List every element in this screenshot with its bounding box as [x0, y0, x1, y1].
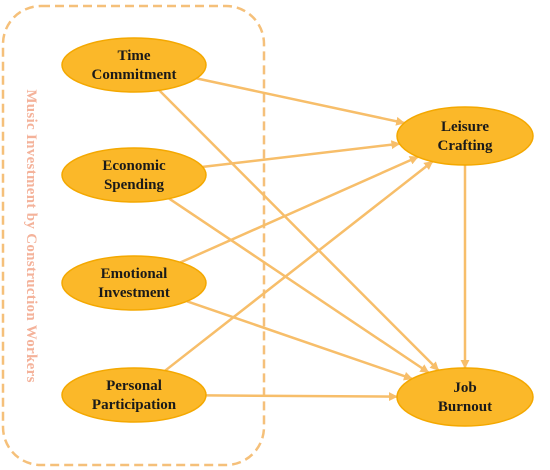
node-job-burnout: Job Burnout [396, 367, 534, 427]
node-economic-spending-line1: Economic [102, 158, 166, 174]
node-leisure-crafting-line2: Crafting [438, 138, 493, 154]
node-time-commitment-line2: Commitment [92, 67, 177, 83]
edge-emotional-investment-to-job-burnout [186, 300, 413, 381]
node-time-commitment-line1: Time [117, 48, 150, 64]
node-personal-participation-line2: Participation [92, 397, 177, 413]
node-emotional-investment: Emotional Investment [61, 255, 207, 311]
edge-emotional-investment-to-leisure-crafting [179, 155, 419, 264]
node-economic-spending-shape [61, 147, 207, 203]
node-leisure-crafting: Leisure Crafting [396, 106, 534, 166]
group-border [1, 4, 266, 467]
node-job-burnout-line1: Job [453, 380, 476, 396]
node-personal-participation-line1: Personal [106, 378, 162, 394]
node-time-commitment-shape [61, 37, 207, 93]
node-job-burnout-line2: Burnout [438, 399, 492, 415]
edge-personal-participation-to-leisure-crafting [164, 160, 434, 372]
node-job-burnout-shape [396, 367, 534, 427]
group-label: Music Investment by Construction Workers [23, 89, 39, 382]
edge-time-commitment-to-leisure-crafting [196, 77, 406, 126]
node-economic-spending: Economic Spending [61, 147, 207, 203]
node-personal-participation-shape [61, 367, 207, 423]
edge-personal-participation-to-job-burnout [205, 392, 398, 402]
node-time-commitment: Time Commitment [61, 37, 207, 93]
node-leisure-crafting-shape [396, 106, 534, 166]
edge-time-commitment-to-job-burnout [158, 89, 440, 372]
node-emotional-investment-line2: Investment [98, 285, 170, 301]
node-emotional-investment-line1: Emotional [101, 266, 168, 282]
node-personal-participation: Personal Participation [61, 367, 207, 423]
edges-layer [158, 77, 470, 402]
node-economic-spending-line2: Spending [104, 177, 165, 193]
node-emotional-investment-shape [61, 255, 207, 311]
edge-economic-spending-to-leisure-crafting [202, 140, 401, 169]
node-leisure-crafting-line1: Leisure [441, 119, 489, 135]
edge-economic-spending-to-job-burnout [168, 197, 430, 374]
